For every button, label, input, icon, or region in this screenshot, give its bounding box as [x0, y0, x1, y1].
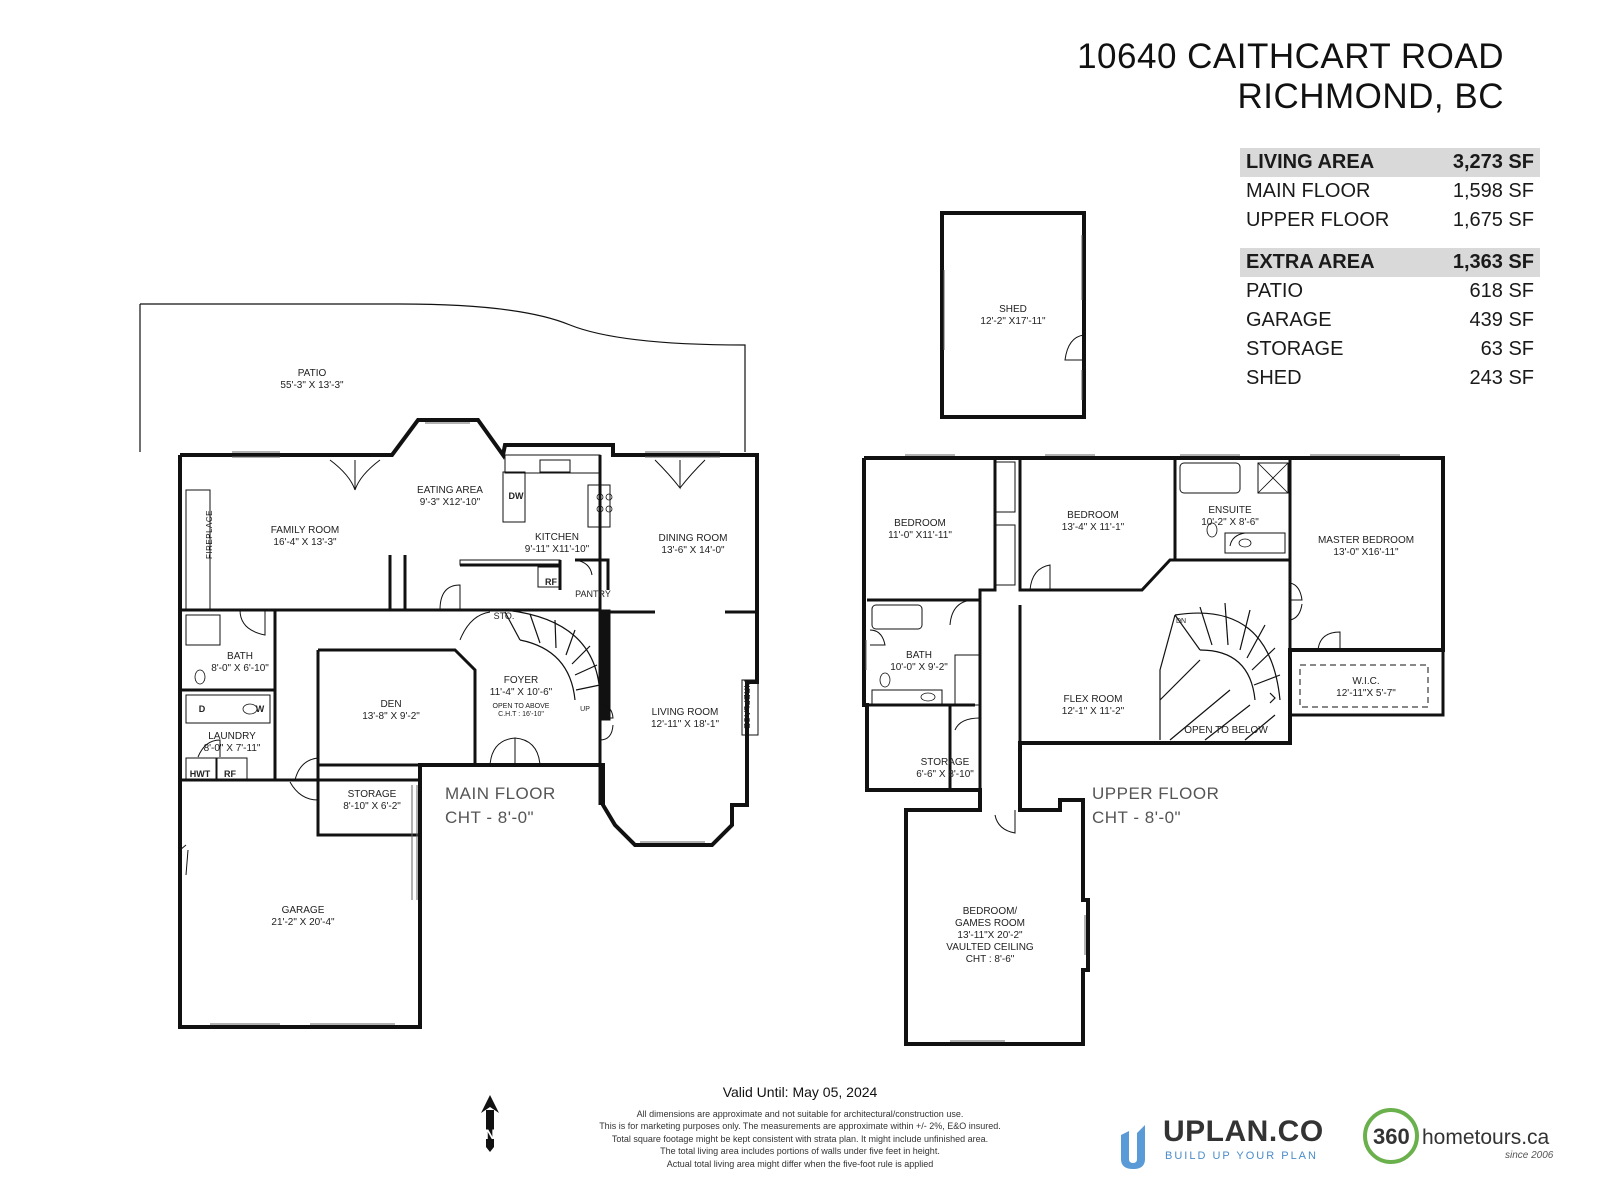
hometours-since: since 2006	[1505, 1150, 1554, 1161]
north-arrow-icon: N	[481, 1095, 499, 1152]
storage-area-label: STORAGE	[1246, 338, 1344, 360]
address-line-2: RICHMOND, BC	[1237, 77, 1504, 116]
upper-floor-row: UPPER FLOOR 1,675 SF	[1240, 206, 1540, 235]
pantry-label: PANTRY	[575, 589, 611, 599]
fridge-label: RF	[545, 577, 557, 587]
uplan-logo-icon	[1121, 1125, 1145, 1169]
disclaimer-line: All dimensions are approximate and not s…	[636, 1109, 964, 1119]
sto-label: STO.	[493, 611, 515, 621]
shed-area-value: 243 SF	[1469, 367, 1534, 389]
main-floor-row: MAIN FLOOR 1,598 SF	[1240, 177, 1540, 206]
garage-row: GARAGE 439 SF	[1240, 306, 1540, 335]
upper-floor-area-label: UPPER FLOOR	[1246, 209, 1390, 231]
shed-area-label: SHED	[1246, 367, 1302, 389]
extra-area-value: 1,363 SF	[1452, 251, 1534, 273]
open-to-below-label: OPEN TO BELOW	[1184, 725, 1268, 736]
garage-area-value: 439 SF	[1469, 309, 1534, 331]
laundry-fridge-label: RF	[224, 769, 236, 779]
main-floor-area-label: MAIN FLOOR	[1246, 180, 1371, 202]
uplan-tagline: BUILD UP YOUR PLAN	[1165, 1150, 1318, 1162]
upper-floor-area-value: 1,675 SF	[1452, 209, 1534, 231]
dn-label: DN	[1175, 618, 1187, 625]
hometours-circle-icon	[1363, 1108, 1419, 1164]
living-area-value: 3,273 SF	[1452, 151, 1534, 173]
hometours-name: hometours.ca	[1422, 1126, 1550, 1149]
disclaimer-line: This is for marketing purposes only. The…	[599, 1121, 1001, 1132]
disclaimer-line: Actual total living area might differ wh…	[666, 1158, 934, 1169]
patio-area-value: 618 SF	[1469, 280, 1534, 302]
extra-area-label: EXTRA AREA	[1246, 251, 1375, 273]
extra-area-header: EXTRA AREA 1,363 SF	[1240, 248, 1540, 277]
address-line-1: 10640 CAITHCART ROAD	[1077, 37, 1504, 76]
hwt-label: HWT	[189, 769, 211, 779]
garage-area-label: GARAGE	[1246, 309, 1332, 331]
dryer-label: D	[198, 704, 206, 714]
patio-row: PATIO 618 SF	[1240, 277, 1540, 306]
wic-label: W.I.C.12'-11"X 5'-7"	[1336, 676, 1396, 699]
living-area-label: LIVING AREA	[1246, 151, 1375, 173]
shed-row: SHED 243 SF	[1240, 364, 1540, 393]
extra-area-table: EXTRA AREA 1,363 SF PATIO 618 SF GARAGE …	[1240, 248, 1540, 393]
storage-row: STORAGE 63 SF	[1240, 335, 1540, 364]
disclaimer-line: Total square footage might be kept consi…	[611, 1133, 989, 1144]
uplan-logo-text: UPLAN.CO	[1163, 1115, 1324, 1148]
upper-floor-exterior	[862, 456, 1445, 1046]
washer-label: W	[255, 704, 265, 714]
valid-until: Valid Until: May 05, 2024	[722, 1084, 878, 1100]
disclaimer: All dimensions are approximate and not s…	[540, 1108, 1060, 1170]
storage-area-value: 63 SF	[1480, 338, 1534, 360]
dishwasher-label: DW	[508, 491, 524, 501]
patio-outline	[140, 303, 746, 452]
disclaimer-line: The total living area includes portions …	[660, 1146, 940, 1157]
svg-text:N: N	[485, 1126, 495, 1142]
hometours-number: 360	[1373, 1124, 1410, 1149]
living-area-table: LIVING AREA 3,273 SF MAIN FLOOR 1,598 SF…	[1240, 148, 1540, 235]
living-area-header: LIVING AREA 3,273 SF	[1240, 148, 1540, 177]
living-fireplace-label: FIREPLACE	[742, 680, 751, 729]
up-label: UP	[580, 706, 590, 713]
family-fireplace-label: FIREPLACE	[205, 510, 214, 559]
shed-outline	[940, 211, 1086, 419]
main-floor-area-value: 1,598 SF	[1452, 180, 1534, 202]
patio-area-label: PATIO	[1246, 280, 1304, 302]
